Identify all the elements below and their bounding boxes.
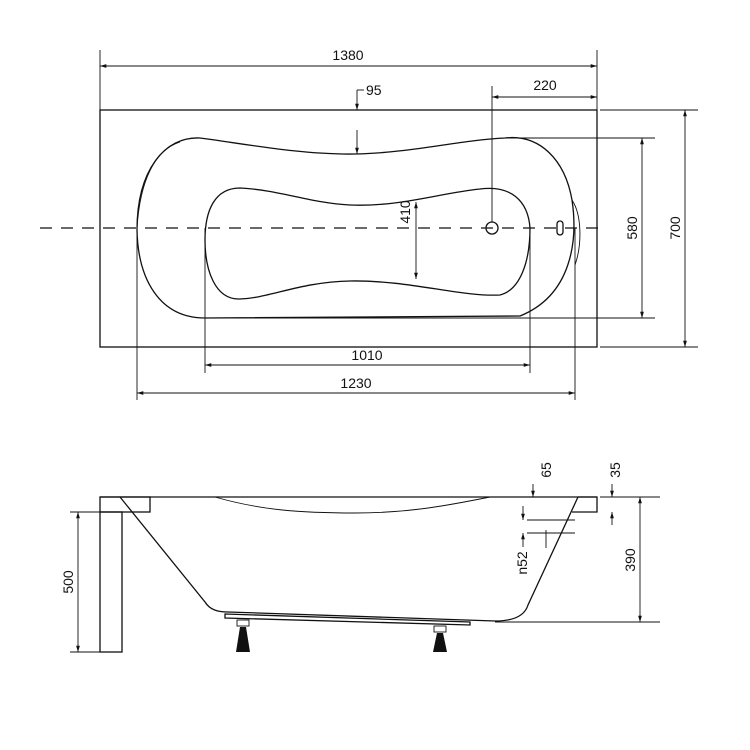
dim-700: 700 bbox=[667, 216, 683, 240]
rim-left bbox=[99, 496, 151, 513]
dim-n52: n52 bbox=[514, 551, 530, 575]
dim-390: 390 bbox=[622, 548, 638, 572]
top-view: 1380 220 95 410 580 700 1010 1230 bbox=[40, 47, 698, 400]
side-view: 500 390 65 35 n52 bbox=[60, 462, 660, 653]
dim-410: 410 bbox=[397, 200, 413, 224]
dim-1010: 1010 bbox=[351, 347, 382, 363]
dim-500: 500 bbox=[60, 570, 76, 594]
dim-65: 65 bbox=[538, 462, 554, 478]
foot-right bbox=[433, 625, 447, 652]
dim-1230: 1230 bbox=[340, 375, 371, 391]
dim-580: 580 bbox=[624, 216, 640, 240]
dim-35: 35 bbox=[607, 462, 623, 478]
inner-bowl bbox=[204, 187, 531, 300]
apron-panel bbox=[99, 511, 123, 653]
dim-1380: 1380 bbox=[332, 47, 363, 63]
dim-95: 95 bbox=[366, 82, 382, 98]
overflow-icon bbox=[556, 220, 564, 236]
tub-profile bbox=[119, 496, 579, 622]
dim-220: 220 bbox=[533, 77, 557, 93]
foot-left bbox=[236, 619, 250, 652]
